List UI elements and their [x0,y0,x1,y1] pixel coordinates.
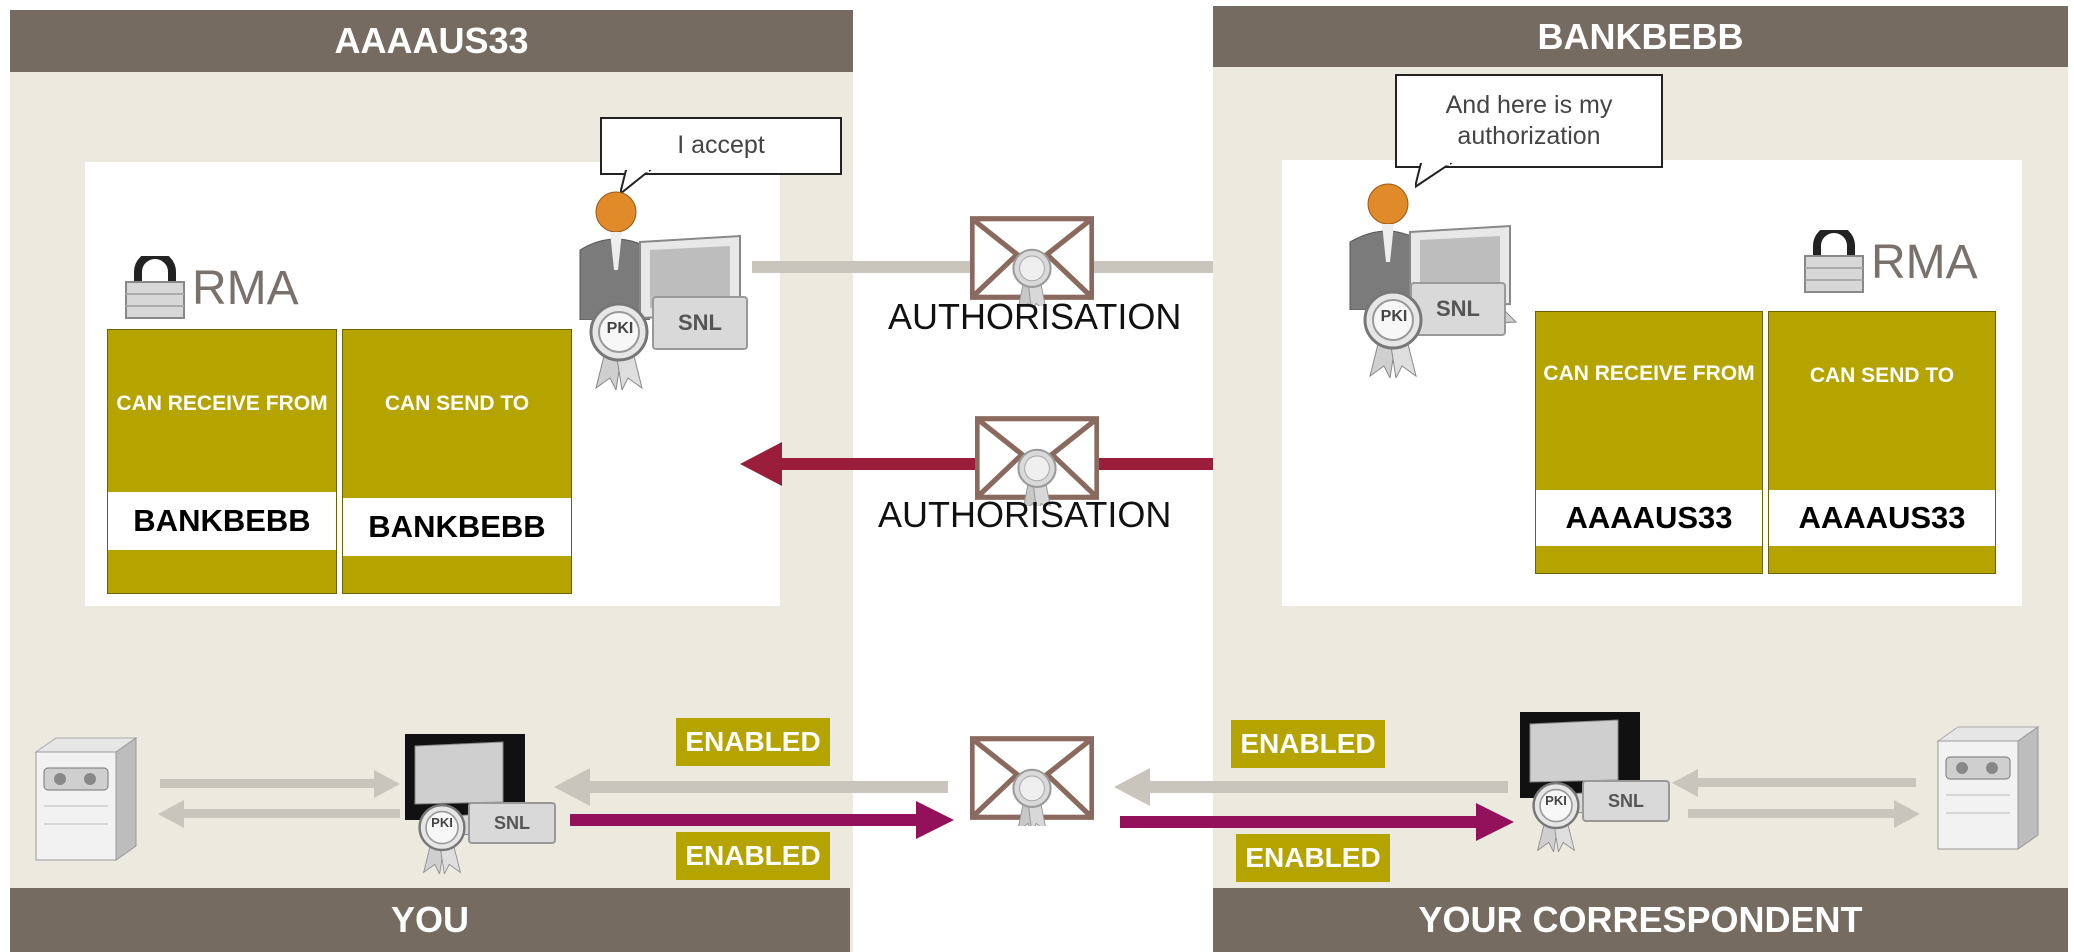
right-outbound-arrowhead [1476,803,1514,841]
left-snl-to-server-arrowhead [158,800,184,828]
left-rma-title: RMA [124,256,299,320]
right-inbound-enabled-badge: ENABLED [1231,720,1385,768]
pki-seal-icon [1358,288,1428,378]
right-server-to-snl-arrowhead [1672,769,1698,797]
right-outbound-enabled-badge: ENABLED [1236,834,1390,882]
right-send-value: AAAAUS33 [1769,490,1995,546]
left-inbound-enabled-badge: ENABLED [676,718,830,766]
left-server-to-snl-arrowhead [374,770,400,798]
right-snl-to-server-arrow [1688,809,1898,818]
left-send-box: CAN SEND TO BANKBEBB [342,329,572,594]
middle-bottom-arrowhead [740,442,782,486]
left-server-icon [28,733,140,863]
left-snl-badge: SNL [652,296,748,350]
left-node-computer-icon [405,734,525,837]
right-speech-bubble: And here is my authorization [1395,74,1663,168]
left-send-caption: CAN SEND TO [384,392,530,415]
right-footer: YOUR CORRESPONDENT [1213,888,2068,952]
left-inbound-arrowhead [554,768,590,806]
left-operator-user-icon [579,191,650,320]
right-send-box: CAN SEND TO AAAAUS33 [1768,311,1996,574]
right-operator-user-icon [1349,183,1420,310]
left-footer: YOU [10,888,850,952]
left-outbound-arrow [570,814,920,826]
right-inbound-arrow [1148,781,1508,793]
right-rma-title: RMA [1803,230,1978,294]
right-header: BANKBEBB [1213,6,2068,67]
left-receive-box: CAN RECEIVE FROM BANKBEBB [107,329,337,594]
left-receive-value: BANKBEBB [108,492,336,550]
left-inbound-arrow [588,781,948,793]
left-pki-label: PKI [606,320,634,337]
right-snl-badge: SNL [1410,282,1506,336]
right-bubble-tail [1415,163,1453,189]
left-receive-caption: CAN RECEIVE FROM [116,392,328,415]
right-receive-box: CAN RECEIVE FROM AAAAUS33 [1535,311,1763,574]
authorisation-label-bottom: AUTHORISATION [878,494,1172,535]
right-node-pki-label: PKI [1545,793,1567,808]
pki-seal-icon [584,300,654,390]
left-header: AAAAUS33 [10,10,853,72]
right-node-snl-badge: SNL [1582,780,1670,822]
right-receive-caption: CAN RECEIVE FROM [1543,362,1755,385]
envelope-icon [970,730,1094,826]
left-node-pki-label: PKI [431,815,453,830]
right-server-to-snl-arrow [1696,778,1916,787]
left-server-to-snl-arrow [160,779,378,788]
left-speech-bubble: I accept [600,117,842,175]
right-rma-label: RMA [1871,235,1978,289]
lock-icon [124,256,186,320]
pki-seal-icon [1528,780,1584,852]
left-node-snl-badge: SNL [468,802,556,844]
right-receive-value: AAAAUS33 [1536,490,1762,546]
left-outbound-arrowhead [916,801,954,839]
left-outbound-enabled-badge: ENABLED [676,832,830,880]
right-send-caption: CAN SEND TO [1809,364,1955,387]
envelope-icon [970,210,1094,306]
lock-icon [1803,230,1865,294]
right-outbound-arrow [1120,816,1480,828]
authorisation-label-top: AUTHORISATION [888,296,1182,337]
left-send-value: BANKBEBB [343,498,571,556]
right-inbound-arrowhead [1114,768,1150,806]
left-bubble-tail [620,170,652,196]
right-pki-label: PKI [1380,308,1408,325]
right-snl-to-server-arrowhead [1894,800,1920,828]
right-server-icon [1930,722,2042,852]
pki-seal-icon [414,802,470,874]
left-rma-label: RMA [192,261,299,315]
left-snl-to-server-arrow [180,809,400,818]
envelope-icon [975,410,1099,506]
